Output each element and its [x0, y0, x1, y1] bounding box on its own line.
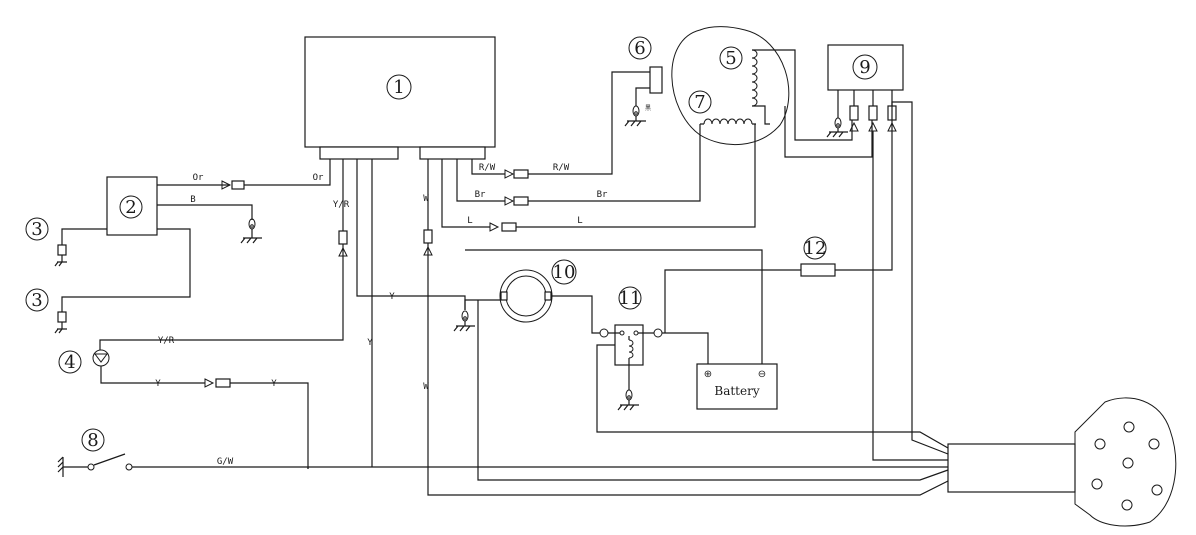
wire-label-rw-b: R/W — [553, 163, 570, 173]
ground-2-icon — [240, 218, 262, 244]
label-10: 10 — [553, 262, 576, 283]
spark-plug-lower-icon — [54, 311, 67, 334]
wire-label-l-b: L — [577, 216, 582, 226]
battery-plus-icon: ⊕ — [704, 369, 712, 380]
battery-minus-icon: ⊖ — [758, 369, 766, 380]
wire-label-yr-vertical: Y/R — [333, 200, 350, 210]
component-6-sensor-icon — [624, 66, 663, 127]
label-6: 6 — [634, 38, 645, 59]
component-5-7-magneto: 5 7 — [671, 26, 790, 146]
label-11: 11 — [619, 288, 642, 309]
label-9: 9 — [859, 57, 870, 78]
component-11-relay: 11 — [599, 286, 663, 411]
wire-label-y-vertical: Y — [367, 338, 373, 348]
battery-label: Battery — [714, 384, 759, 398]
label-3-lower: 3 — [31, 290, 42, 311]
wire-label-rw-a: R/W — [479, 163, 496, 173]
wire-label-b: B — [190, 195, 195, 205]
wire-label-w-top: W — [423, 194, 429, 204]
wire-label-br-b: Br — [597, 190, 608, 200]
component-8-switch-icon — [57, 453, 133, 477]
label-8: 8 — [87, 430, 98, 451]
component-2-coil: 2 — [106, 176, 158, 236]
label-5: 5 — [725, 48, 736, 69]
component-12-fuse — [800, 263, 836, 277]
battery: ⊕ ⊖ Battery — [696, 363, 778, 410]
label-7: 7 — [694, 92, 705, 113]
connector-1-right — [419, 146, 486, 160]
wire-label-yr-horizontal: Y/R — [158, 336, 175, 346]
wire-label-y-b: Y — [271, 379, 277, 389]
wire-label-l-a: L — [467, 216, 472, 226]
label-4: 4 — [64, 352, 75, 373]
spark-plug-upper-icon — [54, 244, 67, 267]
component-10-pickup: 10 — [499, 259, 577, 323]
wire-label-w-low: W — [423, 382, 429, 392]
wire-label-br-a: Br — [475, 190, 486, 200]
component-1-control-unit: 1 — [304, 36, 496, 160]
wire-label-gw: G/W — [217, 457, 234, 467]
label-12: 12 — [804, 238, 827, 259]
relay-coil-icon — [628, 339, 634, 359]
wire-label-y-a: Y — [155, 379, 161, 389]
wire-label-or-a: Or — [193, 173, 204, 183]
label-1: 1 — [393, 77, 404, 98]
component-4-indicator-lamp-icon — [92, 349, 110, 367]
coil-5-icon — [751, 49, 758, 107]
label-3-upper: 3 — [31, 219, 42, 240]
label-2: 2 — [125, 197, 136, 218]
coil-7-icon — [703, 118, 753, 125]
component-9-regulator: 9 — [826, 44, 904, 138]
connector-1-left — [319, 146, 399, 160]
ground-10-icon — [453, 310, 475, 332]
wire-label-y-mid: Y — [389, 292, 395, 302]
main-harness-connector — [947, 397, 1177, 527]
wire-label-or-b: Or — [313, 173, 324, 183]
ground-mark: 黑 — [645, 105, 651, 112]
